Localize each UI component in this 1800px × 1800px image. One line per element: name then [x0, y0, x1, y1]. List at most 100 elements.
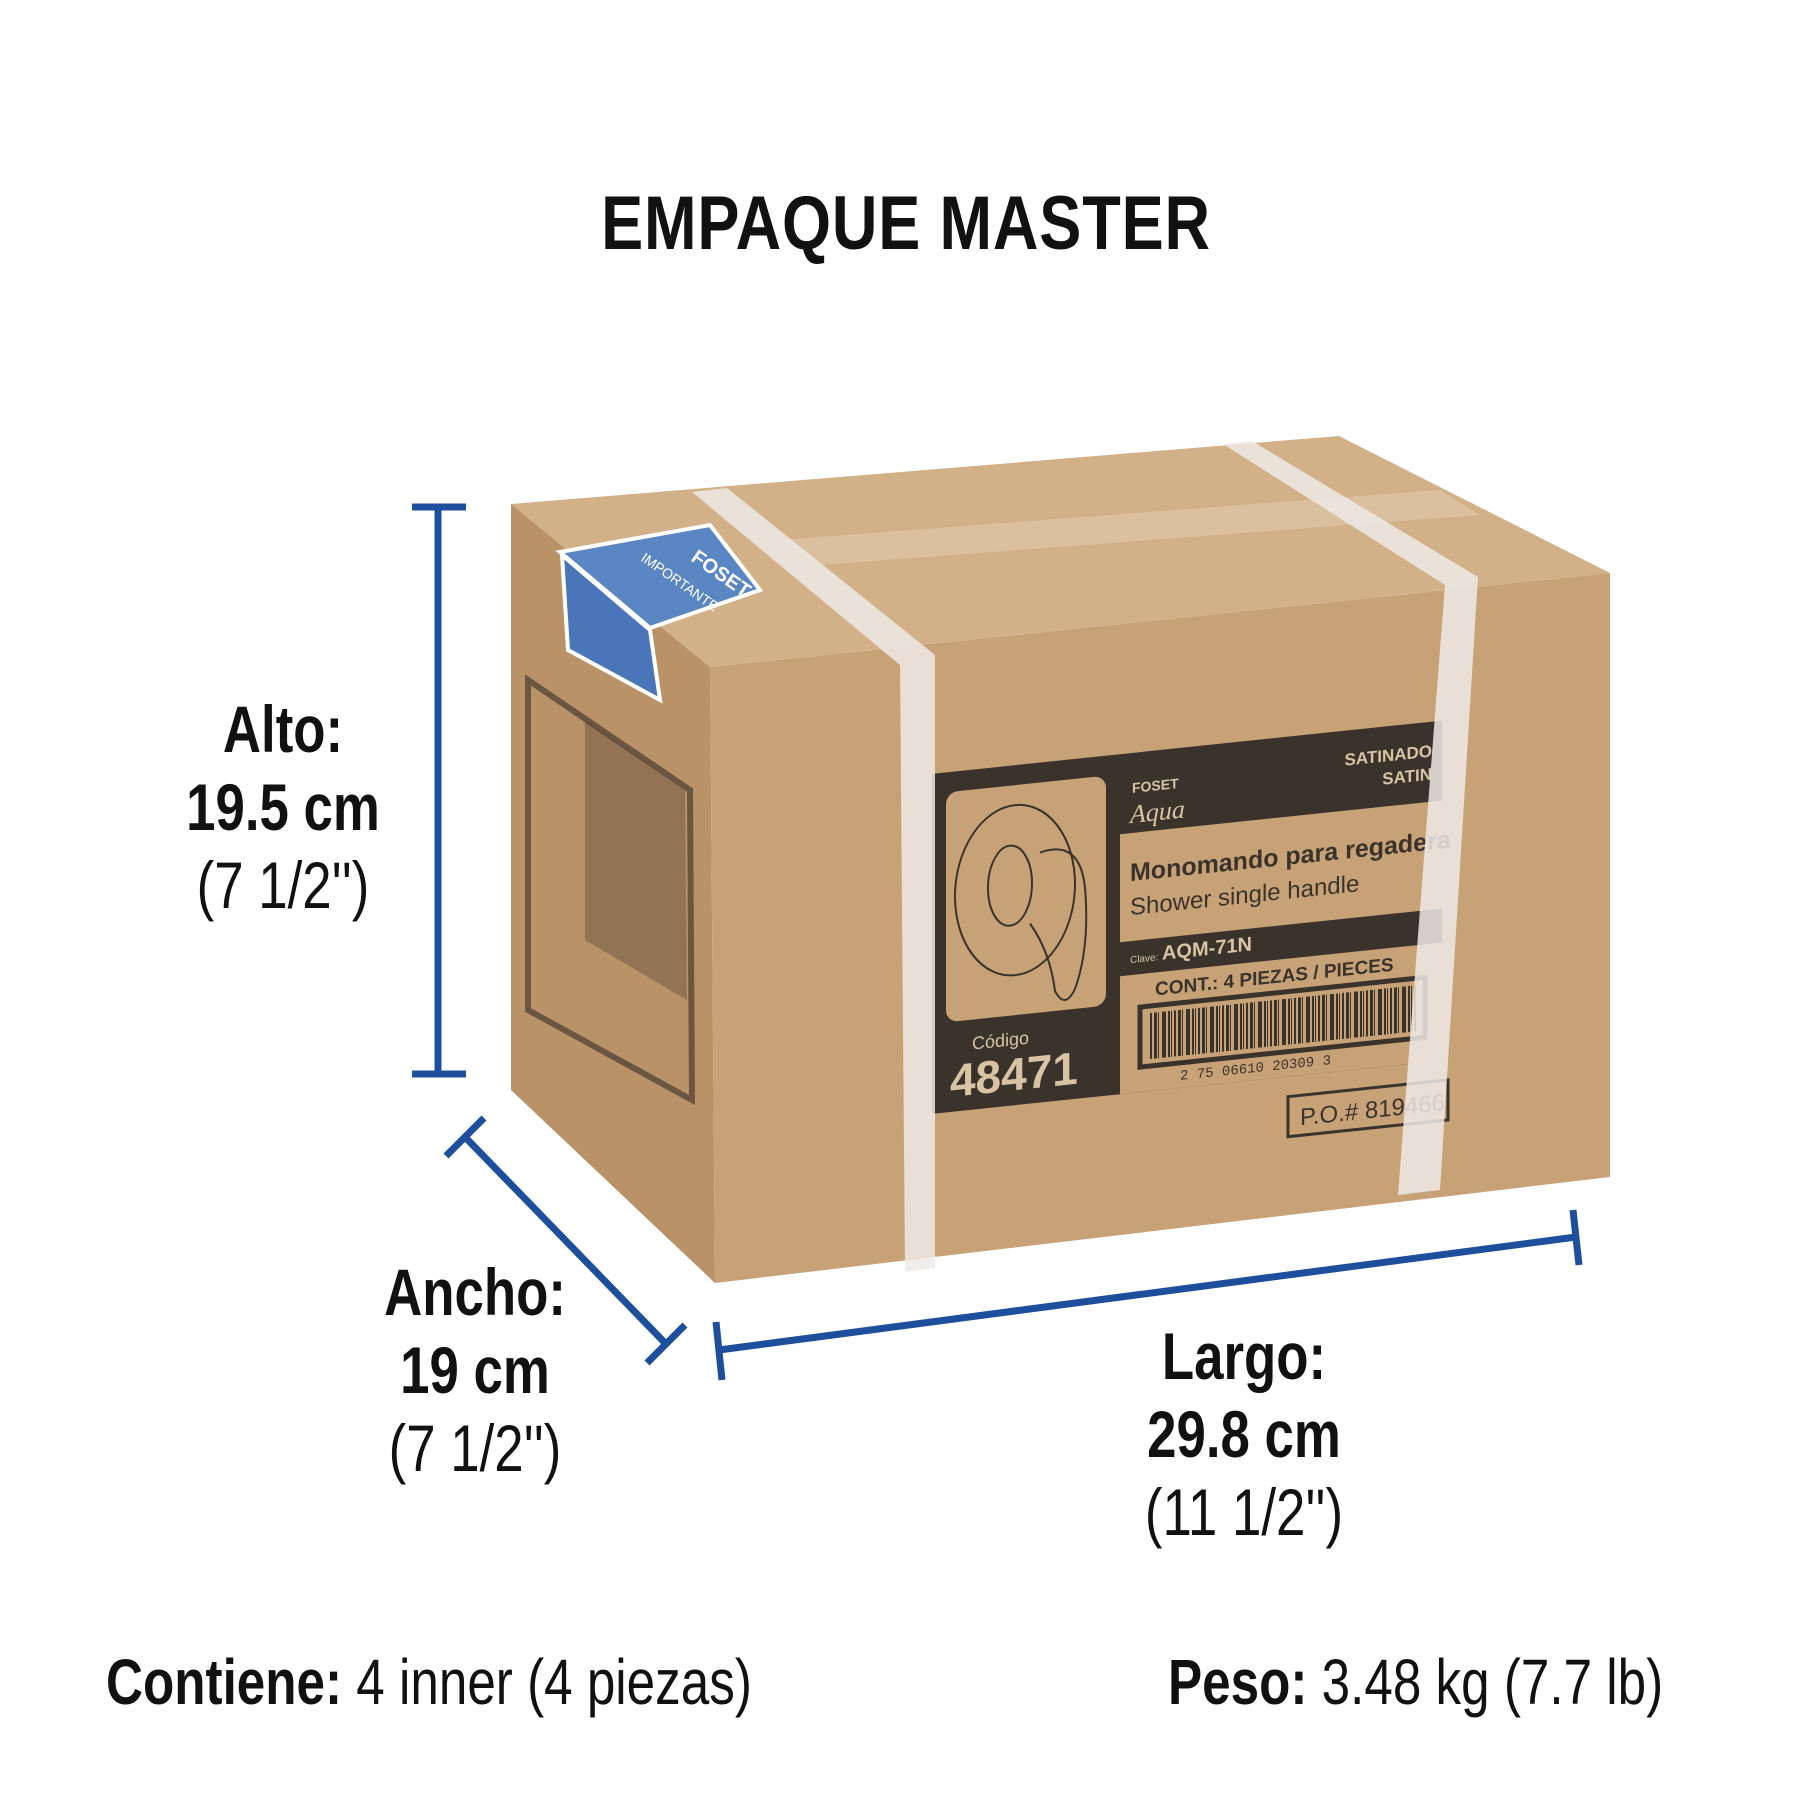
- barcode-bar: [1366, 990, 1368, 1037]
- ancho-imperial: (7 1/2''): [388, 1411, 562, 1485]
- barcode-bar: [1342, 992, 1344, 1040]
- barcode-bar: [1150, 1012, 1152, 1060]
- largo-metric: 29.8 cm: [1147, 1397, 1341, 1471]
- barcode-bar: [1230, 1004, 1231, 1051]
- barcode-bar: [1258, 1001, 1262, 1048]
- barcode-bar: [1294, 997, 1296, 1045]
- largo-dimension-line: [712, 1209, 1583, 1381]
- contiene-label: Contiene:: [106, 1646, 343, 1718]
- barcode-bar: [1198, 1007, 1200, 1055]
- barcode-bar: [1378, 988, 1382, 1036]
- product-label: Código 48471 FOSET Aqua SATINADO SATIN M…: [932, 720, 1452, 1139]
- barcode-bar: [1302, 997, 1303, 1044]
- alto-title: Alto:: [222, 692, 344, 766]
- alto-imperial: (7 1/2''): [196, 848, 370, 922]
- barcode-bar: [1195, 1008, 1196, 1055]
- barcode-bar: [1216, 1005, 1218, 1053]
- box-side-face: [511, 504, 715, 1283]
- ancho-metric: 19 cm: [400, 1333, 550, 1407]
- barcode-bar: [1222, 1005, 1224, 1052]
- largo-title: Largo:: [1161, 1319, 1327, 1393]
- peso-value: 3.48 kg (7.7 lb): [1307, 1646, 1664, 1718]
- alto-label: Alto: 19.5 cm (7 1/2''): [186, 690, 380, 924]
- blue-tape: FOSET IMPORTANTE: [555, 522, 764, 704]
- barcode-bar: [1330, 993, 1334, 1041]
- barcode-bar: [1390, 987, 1392, 1035]
- barcode-bar: [1298, 997, 1301, 1044]
- barcode-bar: [1250, 1002, 1253, 1049]
- ancho-title: Ancho:: [384, 1255, 566, 1329]
- barcode-bar: [1326, 994, 1327, 1041]
- alto-dimension-line: [412, 503, 466, 1078]
- barcode-bar: [1274, 999, 1277, 1047]
- barcode-bar: [1387, 988, 1388, 1035]
- barcode-bar: [1154, 1012, 1157, 1059]
- barcode-bar: [1206, 1007, 1207, 1054]
- dimension-lines: [412, 503, 1583, 1381]
- barcode-bar: [1182, 1009, 1183, 1056]
- barcode-bar: [1219, 1005, 1220, 1052]
- barcode-bar: [1158, 1012, 1159, 1059]
- line-text: Aqua: [1128, 794, 1185, 829]
- barcode-bars: [1150, 985, 1416, 1060]
- barcode-bar: [1210, 1006, 1214, 1053]
- barcode-bar: [1360, 990, 1362, 1038]
- barcode-bar: [1174, 1010, 1176, 1057]
- barcode-bar: [1226, 1004, 1229, 1052]
- barcode-bar: [1267, 1000, 1268, 1047]
- barcode-bar: [1288, 998, 1290, 1045]
- barcode-bar: [1350, 992, 1351, 1039]
- largo-label: Largo: 29.8 cm (11 1/2''): [1145, 1317, 1343, 1551]
- barcode-bar: [1354, 991, 1358, 1038]
- barcode-bar: [1346, 992, 1349, 1039]
- strap-left: [692, 488, 935, 1272]
- barcode-bar: [1264, 1000, 1266, 1048]
- seam-tape: [780, 490, 1480, 565]
- alto-metric: 19.5 cm: [186, 770, 380, 844]
- barcode-bar: [1322, 994, 1325, 1042]
- side-print: [525, 674, 696, 1106]
- barcode-bar: [1318, 995, 1320, 1042]
- brand-text: FOSET: [1132, 775, 1179, 796]
- barcode-bar: [1291, 998, 1292, 1045]
- contiene-value: 4 inner (4 piezas): [342, 1646, 752, 1718]
- barcode-bar: [1202, 1007, 1205, 1054]
- strap-right: [1223, 441, 1478, 1195]
- barcode-bar: [1306, 996, 1310, 1043]
- barcode-bar: [1312, 995, 1314, 1043]
- barcode-bar: [1186, 1008, 1190, 1056]
- barcode-bar: [1370, 989, 1373, 1037]
- barcode-bar: [1270, 1000, 1272, 1047]
- barcode-bar: [1282, 998, 1286, 1046]
- clave-label: Clave:: [1130, 952, 1158, 966]
- barcode-bar: [1168, 1010, 1170, 1058]
- largo-imperial: (11 1/2''): [1144, 1475, 1344, 1549]
- barcode-bar: [1384, 988, 1386, 1035]
- barcode-bar: [1178, 1009, 1181, 1057]
- contents-info: Contiene: 4 inner (4 piezas): [106, 1645, 752, 1719]
- barcode-bar: [1374, 989, 1375, 1036]
- barcode-bar: [1336, 993, 1338, 1040]
- barcode-bar: [1408, 985, 1410, 1033]
- barcode-bar: [1398, 987, 1399, 1034]
- faucet-drawing-icon: [954, 803, 1088, 1001]
- barcode-bar: [1315, 995, 1316, 1042]
- barcode-bar: [1243, 1003, 1244, 1050]
- barcode-bar: [1234, 1003, 1238, 1051]
- barcode-bar: [1394, 987, 1397, 1034]
- barcode-bar: [1162, 1011, 1166, 1058]
- barcode-bar: [1254, 1002, 1255, 1049]
- barcode-bar: [1363, 990, 1364, 1037]
- ancho-label: Ancho: 19 cm (7 1/2''): [384, 1253, 566, 1487]
- peso-label: Peso:: [1168, 1646, 1308, 1718]
- barcode-bar: [1402, 986, 1406, 1033]
- barcode-bar: [1171, 1010, 1172, 1057]
- page-title: EMPAQUE MASTER: [601, 181, 1211, 266]
- weight-info: Peso: 3.48 kg (7.7 lb): [1168, 1645, 1663, 1719]
- barcode-bar: [1246, 1002, 1248, 1050]
- barcode-bar: [1278, 999, 1279, 1046]
- barcode-bar: [1339, 993, 1340, 1040]
- ancho-dimension-line: [443, 1115, 688, 1366]
- barcode-bar: [1240, 1003, 1242, 1050]
